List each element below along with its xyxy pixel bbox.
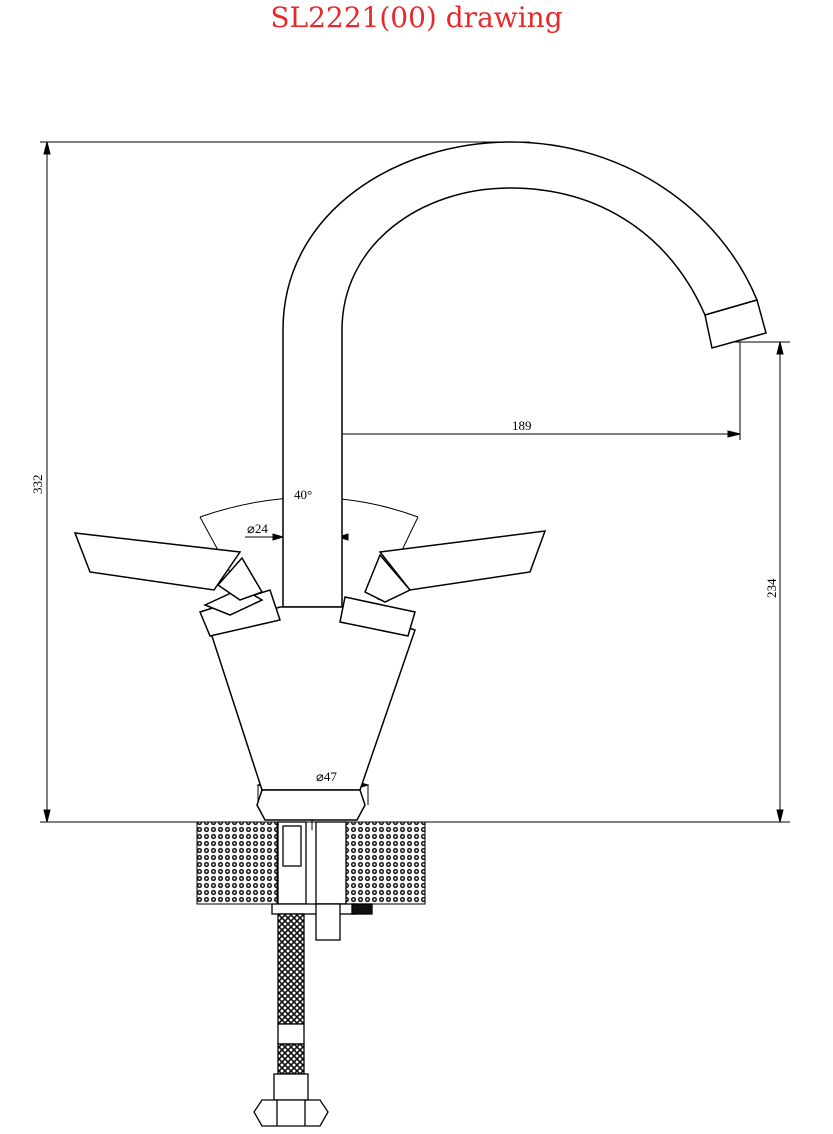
right-handle (339, 530, 547, 637)
spout-diameter-label: ⌀24 (247, 521, 268, 536)
countertop (196, 821, 426, 905)
left-handle (73, 532, 281, 637)
total-height-label: 332 (30, 475, 45, 495)
mounting-hardware (253, 821, 373, 1127)
drawing-title: SL2221(00) drawing (270, 1, 563, 34)
spout-height-label: 234 (764, 578, 779, 598)
faucet-body (209, 606, 416, 821)
base-diameter-label: ⌀47 (316, 769, 337, 784)
faucet-spout (282, 141, 767, 608)
handle-angle-label: 40° (294, 487, 312, 502)
spout-reach-label: 189 (512, 418, 532, 433)
